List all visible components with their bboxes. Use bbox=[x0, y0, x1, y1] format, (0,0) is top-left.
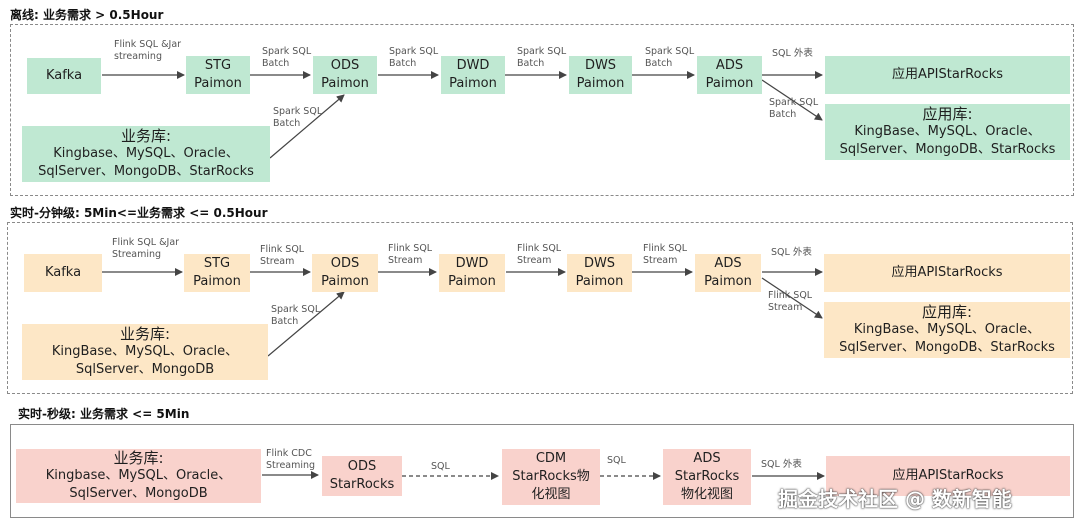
s3-node-bizdb: 业务库:Kingbase、MySQL、Oracle、SqlServer、Mong… bbox=[16, 449, 261, 503]
s2-node-appdb: 应用库:KingBase、MySQL、Oracle、SqlServer、Mong… bbox=[824, 302, 1070, 358]
s2-node-bizdb: 业务库:KingBase、MySQL、Oracle、SqlServer、Mong… bbox=[22, 324, 268, 380]
second-frame bbox=[10, 424, 1074, 518]
s2-node-api: 应用APIStarRocks bbox=[824, 254, 1070, 292]
s1-edge-biz-ods bbox=[269, 94, 345, 159]
minute-frame bbox=[7, 222, 1073, 394]
s1-label-ads-api: SQL 外表 bbox=[772, 48, 813, 59]
section-title-offline: 离线: 业务需求 > 0.5Hour bbox=[10, 8, 164, 22]
s3-label-ods-cdm: SQL bbox=[431, 461, 450, 472]
s2-label-ads-api: SQL 外表 bbox=[771, 247, 812, 258]
s3-label-cdm-ads: SQL bbox=[607, 455, 626, 466]
s2-edge-ads-appdb bbox=[761, 277, 823, 319]
s3-node-api: 应用APIStarRocks bbox=[826, 456, 1070, 496]
s1-edge-ads-appdb bbox=[761, 79, 823, 121]
s1-node-kafka: Kafka bbox=[27, 58, 101, 94]
s1-node-appdb: 应用库:KingBase、MySQL、Oracle、SqlServer、Mong… bbox=[825, 104, 1070, 160]
section-title-second: 实时-秒级: 业务需求 <= 5Min bbox=[18, 407, 190, 421]
s1-node-bizdb: 业务库:Kingbase、MySQL、Oracle、SqlServer、Mong… bbox=[22, 126, 270, 182]
s2-edge-biz-ods bbox=[267, 291, 345, 357]
watermark-text: 掘金技术社区 @ 数新智能 bbox=[778, 487, 1012, 511]
s2-node-kafka: Kafka bbox=[24, 254, 102, 292]
s3-label-ads-api: SQL 外表 bbox=[761, 459, 802, 470]
section-title-minute: 实时-分钟级: 5Min<=业务需求 <= 0.5Hour bbox=[10, 206, 268, 220]
offline-frame bbox=[10, 24, 1074, 196]
s1-node-api: 应用APIStarRocks bbox=[825, 56, 1070, 94]
